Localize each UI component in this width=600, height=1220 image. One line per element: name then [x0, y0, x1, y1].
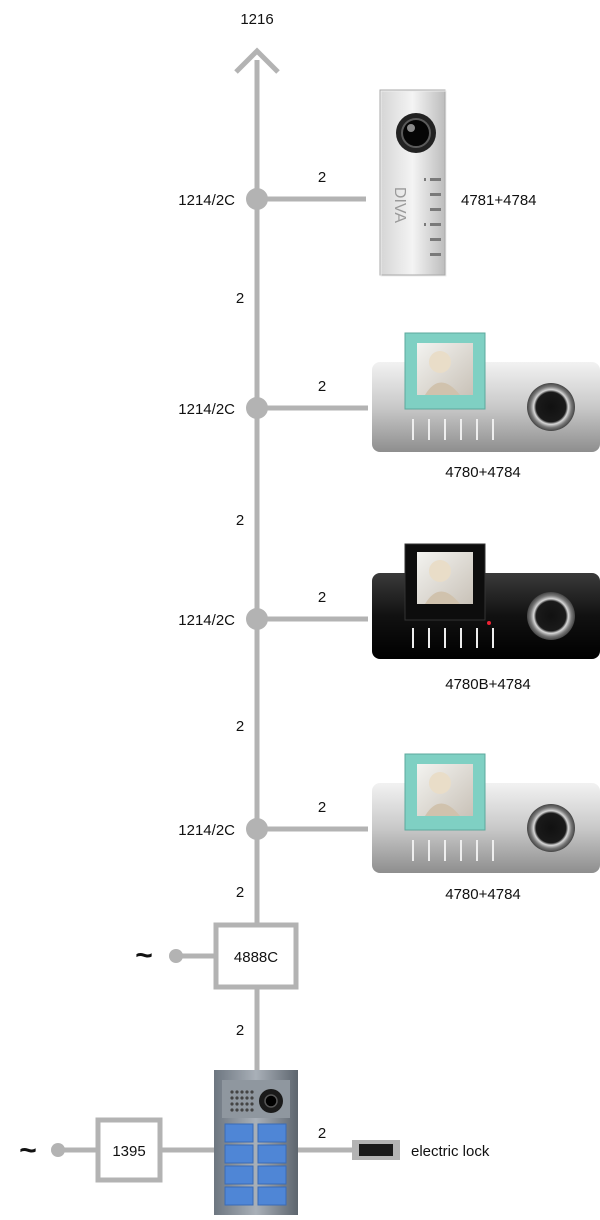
- junction-1: 1214/2C 2: [178, 169, 366, 210]
- bus-segment-label: 2: [236, 290, 244, 307]
- junction-label: 1214/2C: [178, 822, 235, 839]
- monitor-buttons: [412, 840, 494, 861]
- top-destination-label: 1216: [240, 11, 273, 28]
- ac-input-icon: ~: [135, 939, 153, 972]
- monitor-buttons: [412, 628, 494, 648]
- junction-node: [246, 818, 268, 840]
- diva-brand-text: DIVA: [391, 187, 408, 223]
- electric-lock: 2 electric lock: [298, 1125, 490, 1160]
- monitor-knob-icon: [527, 383, 575, 431]
- bus-segment-label: 2: [236, 718, 244, 735]
- junction-node: [246, 397, 268, 419]
- junction-2: 1214/2C 2: [178, 378, 368, 419]
- bus-segment-label: 2: [236, 884, 244, 901]
- silver-monitor-unit-1: [372, 332, 600, 452]
- branch-wire-label: 2: [318, 589, 326, 606]
- lock-label: electric lock: [411, 1143, 490, 1160]
- black-monitor-unit: [372, 543, 600, 659]
- diva-monitor-unit: DIVA: [379, 89, 447, 277]
- branch-wire-label: 2: [318, 378, 326, 395]
- junction-3: 1214/2C 2: [178, 589, 368, 630]
- device-label: 4780B+4784: [445, 676, 531, 693]
- door-entry-panel: [214, 1070, 298, 1215]
- junction-label: 1214/2C: [178, 612, 235, 629]
- monitor-knob-icon: [527, 592, 575, 640]
- junction-label: 1214/2C: [178, 401, 235, 418]
- speaker-grille-icon: [230, 1090, 254, 1112]
- monitor-buttons: [412, 419, 494, 440]
- diva-buttons: [424, 178, 441, 256]
- junction-node: [246, 188, 268, 210]
- monitor-knob-icon: [527, 804, 575, 852]
- transformer: 1395 ~: [19, 1117, 216, 1183]
- device-label: 4780+4784: [445, 464, 521, 481]
- silver-monitor-unit-2: [372, 753, 600, 873]
- call-buttons: [224, 1123, 287, 1206]
- transformer-label: 1395: [112, 1143, 145, 1160]
- device-label: 4781+4784: [461, 192, 537, 209]
- power-supply: 4888C ~: [135, 922, 299, 990]
- lock-wire-label: 2: [318, 1125, 326, 1142]
- junction-label: 1214/2C: [178, 192, 235, 209]
- bus-segment-label: 2: [236, 512, 244, 529]
- junction-4: 1214/2C 2: [178, 799, 368, 840]
- branch-wire-label: 2: [318, 169, 326, 186]
- branch-wire-label: 2: [318, 799, 326, 816]
- device-label: 4780+4784: [445, 886, 521, 903]
- power-supply-label: 4888C: [234, 949, 278, 966]
- junction-node: [246, 608, 268, 630]
- ac-input-icon: ~: [19, 1134, 37, 1167]
- bus-segment-label: 2: [236, 1022, 244, 1039]
